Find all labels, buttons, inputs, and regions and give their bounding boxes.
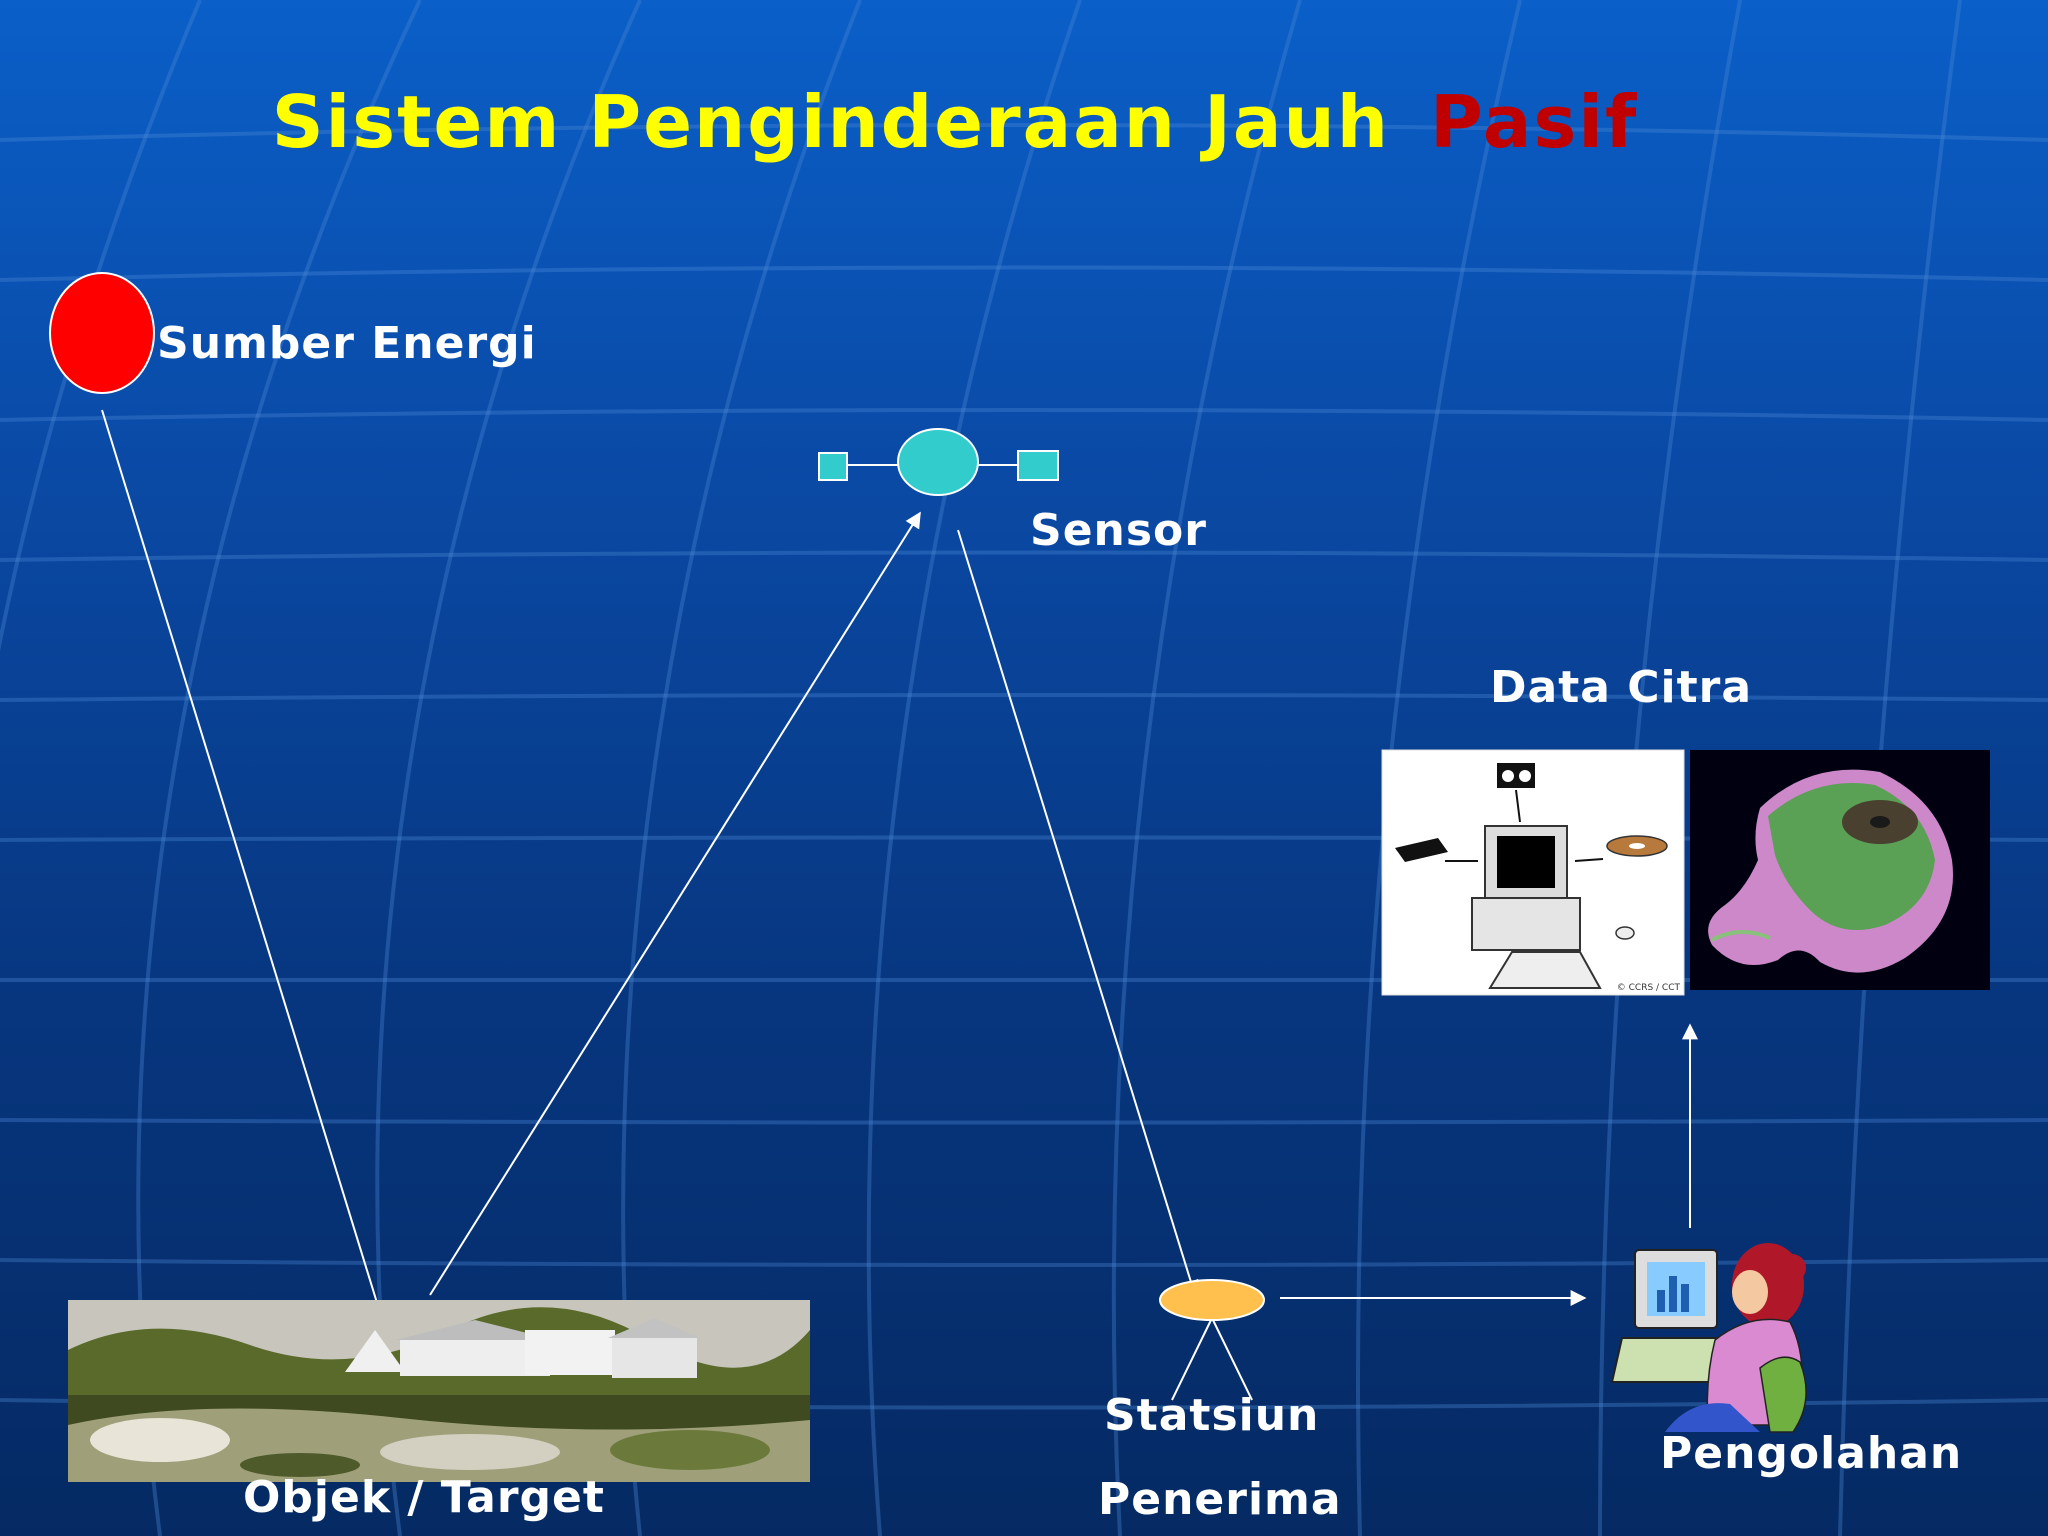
title-main: Sistem Penginderaan Jauh xyxy=(271,80,1391,164)
person-at-computer-icon xyxy=(1610,1243,1807,1433)
label-sensor: Sensor xyxy=(1030,505,1207,556)
receiving-station-icon xyxy=(1159,1279,1265,1401)
label-image-data: Data Citra xyxy=(1490,662,1753,713)
label-energy-source: Sumber Energi xyxy=(157,318,537,369)
satellite-image xyxy=(1690,750,1990,990)
label-object-target: Objek / Target xyxy=(243,1472,605,1523)
energy-source-icon xyxy=(49,272,155,394)
image-credit: © CCRS / CCT xyxy=(1617,983,1681,993)
computer-illustration-image xyxy=(1381,749,1685,996)
label-station-line2: Penerima xyxy=(1098,1474,1342,1525)
page-title: Sistem Penginderaan Jauh Pasif xyxy=(0,80,1910,164)
title-accent: Pasif xyxy=(1430,80,1639,164)
incident-energy-arrow xyxy=(101,409,394,1347)
satellite-icon xyxy=(818,428,1059,496)
object-target-image xyxy=(68,1300,810,1482)
reflected-energy-arrow xyxy=(429,511,921,1296)
downlink-arrow xyxy=(957,529,1199,1297)
label-processing: Pengolahan xyxy=(1660,1428,1963,1479)
label-station-line1: Statsiun xyxy=(1104,1390,1320,1441)
